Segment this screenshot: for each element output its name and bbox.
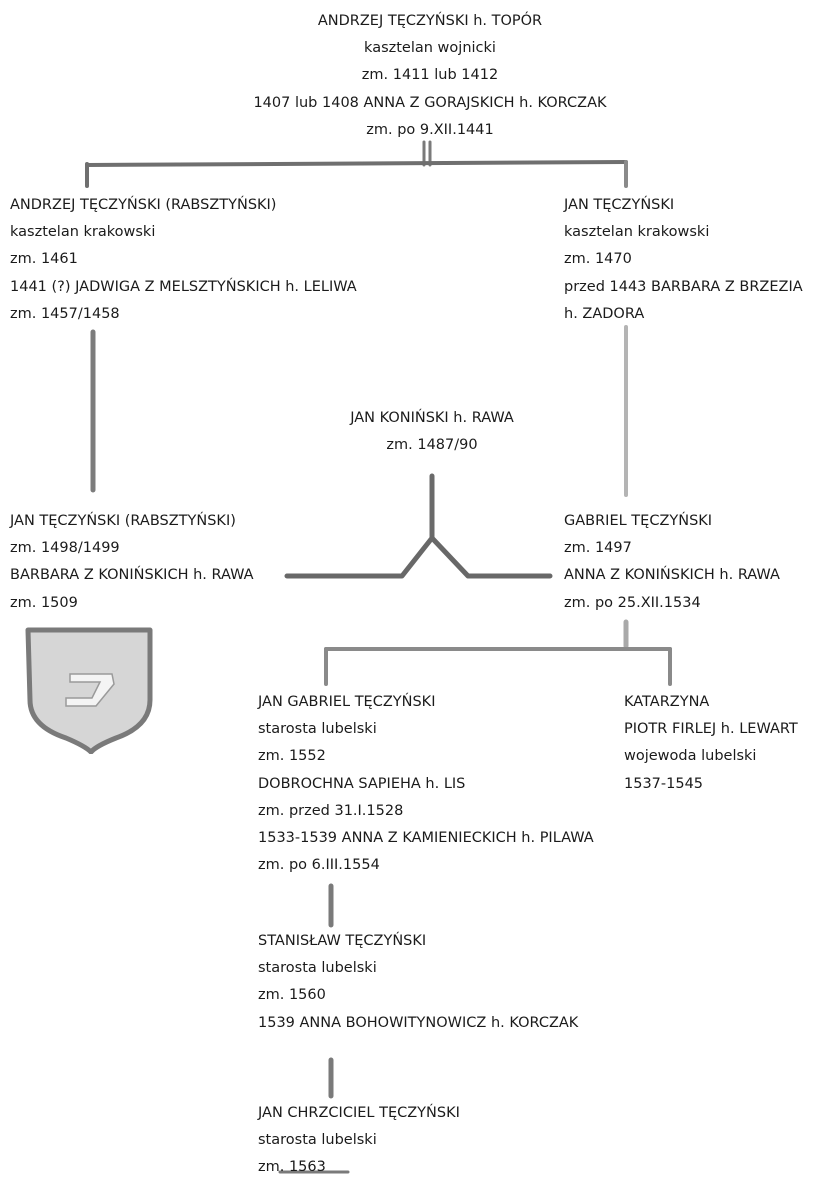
connector-root-bar	[85, 160, 628, 167]
person-andrzej-topor: ANDRZEJ TĘCZYŃSKI h. TOPÓR kasztelan woj…	[190, 8, 670, 144]
person-death: zm. 1552	[258, 748, 326, 765]
person-death: zm. 1487/90	[386, 437, 478, 454]
person-name: KATARZYNA	[624, 694, 710, 710]
spouse-title: wojewoda lubelski	[624, 748, 757, 765]
person-death: zm. 1461	[10, 251, 78, 268]
person-stanislaw-teczynski: STANISŁAW TĘCZYŃSKI starosta lubelski zm…	[258, 928, 578, 1037]
person-jan-koninski: JAN KONIŃSKI h. RAWA zm. 1487/90	[312, 405, 552, 459]
person-spouse: DOBROCHNA SAPIEHA h. LIS	[258, 775, 466, 792]
spouse-death: zm. po 9.XII.1441	[366, 121, 494, 138]
spouse-dates: 1537-1545	[624, 775, 704, 792]
connector-koninski-right	[429, 535, 553, 579]
spouse-death-second: zm. po 6.III.1554	[258, 857, 380, 874]
person-title: kasztelan krakowski	[564, 224, 710, 241]
spouse-death: zm. 1509	[10, 594, 78, 611]
person-title: kasztelan krakowski	[10, 224, 156, 241]
spouse-death: zm. po 25.XII.1534	[564, 594, 701, 611]
person-name: JAN KONIŃSKI h. RAWA	[350, 410, 514, 426]
person-name: JAN TĘCZYŃSKI (RABSZTYŃSKI)	[10, 513, 236, 529]
person-jan-rabsztynski: JAN TĘCZYŃSKI (RABSZTYŃSKI) zm. 1498/149…	[10, 508, 254, 617]
person-name: ANDRZEJ TĘCZYŃSKI h. TOPÓR	[317, 13, 543, 29]
person-death: zm. 1497	[564, 540, 632, 557]
person-spouse: 1441 (?) JADWIGA Z MELSZTYŃSKICH h. LELI…	[10, 278, 357, 295]
topor-shield-icon	[25, 627, 153, 754]
person-jan-chrzciciel-teczynski: JAN CHRZCICIEL TĘCZYŃSKI starosta lubels…	[258, 1100, 460, 1182]
spouse-death: zm. 1457/1458	[10, 305, 120, 322]
person-name: STANISŁAW TĘCZYŃSKI	[258, 933, 427, 949]
person-spouse: przed 1443 BARBARA Z BRZEZIA	[564, 278, 803, 295]
person-andrzej-rabsztynski: ANDRZEJ TĘCZYŃSKI (RABSZTYŃSKI) kasztela…	[10, 192, 357, 328]
person-name: JAN TĘCZYŃSKI	[564, 197, 675, 213]
person-name: ANDRZEJ TĘCZYŃSKI (RABSZTYŃSKI)	[10, 197, 277, 213]
person-death: zm. 1470	[564, 251, 632, 268]
connector-koninski-left	[284, 535, 435, 579]
person-title: kasztelan wojnicki	[364, 40, 496, 57]
person-spouse: 1539 ANNA BOHOWITYNOWICZ h. KORCZAK	[258, 1014, 579, 1031]
person-death: zm. 1498/1499	[10, 540, 120, 557]
person-title: starosta lubelski	[258, 1132, 377, 1149]
person-katarzyna: KATARZYNA PIOTR FIRLEJ h. LEWART wojewod…	[624, 689, 798, 798]
person-jan-teczynski: JAN TĘCZYŃSKI kasztelan krakowski zm. 14…	[564, 192, 803, 328]
person-name: GABRIEL TĘCZYŃSKI	[564, 513, 713, 529]
person-spouse: PIOTR FIRLEJ h. LEWART	[624, 721, 798, 738]
person-spouse: ANNA Z KONIŃSKICH h. RAWA	[564, 567, 780, 584]
person-death: zm. 1563	[258, 1159, 326, 1176]
person-death: zm. 1411 lub 1412	[361, 67, 499, 84]
person-gabriel-teczynski: GABRIEL TĘCZYŃSKI zm. 1497 ANNA Z KONIŃS…	[564, 508, 780, 617]
person-death: zm. 1560	[258, 987, 326, 1004]
person-title: starosta lubelski	[258, 960, 377, 977]
person-spouse: 1407 lub 1408 ANNA Z GORAJSKICH h. KORCZ…	[253, 94, 607, 111]
person-name: JAN GABRIEL TĘCZYŃSKI	[258, 694, 436, 710]
person-name: JAN CHRZCICIEL TĘCZYŃSKI	[258, 1105, 460, 1121]
person-jan-gabriel-teczynski: JAN GABRIEL TĘCZYŃSKI starosta lubelski …	[258, 689, 594, 879]
person-title: starosta lubelski	[258, 721, 377, 738]
spouse-death: zm. przed 31.I.1528	[258, 802, 404, 819]
spouse-arms: h. ZADORA	[564, 305, 645, 322]
person-spouse-second: 1533-1539 ANNA Z KAMIENIECKICH h. PILAWA	[258, 830, 594, 847]
person-spouse: BARBARA Z KONIŃSKICH h. RAWA	[10, 567, 254, 584]
